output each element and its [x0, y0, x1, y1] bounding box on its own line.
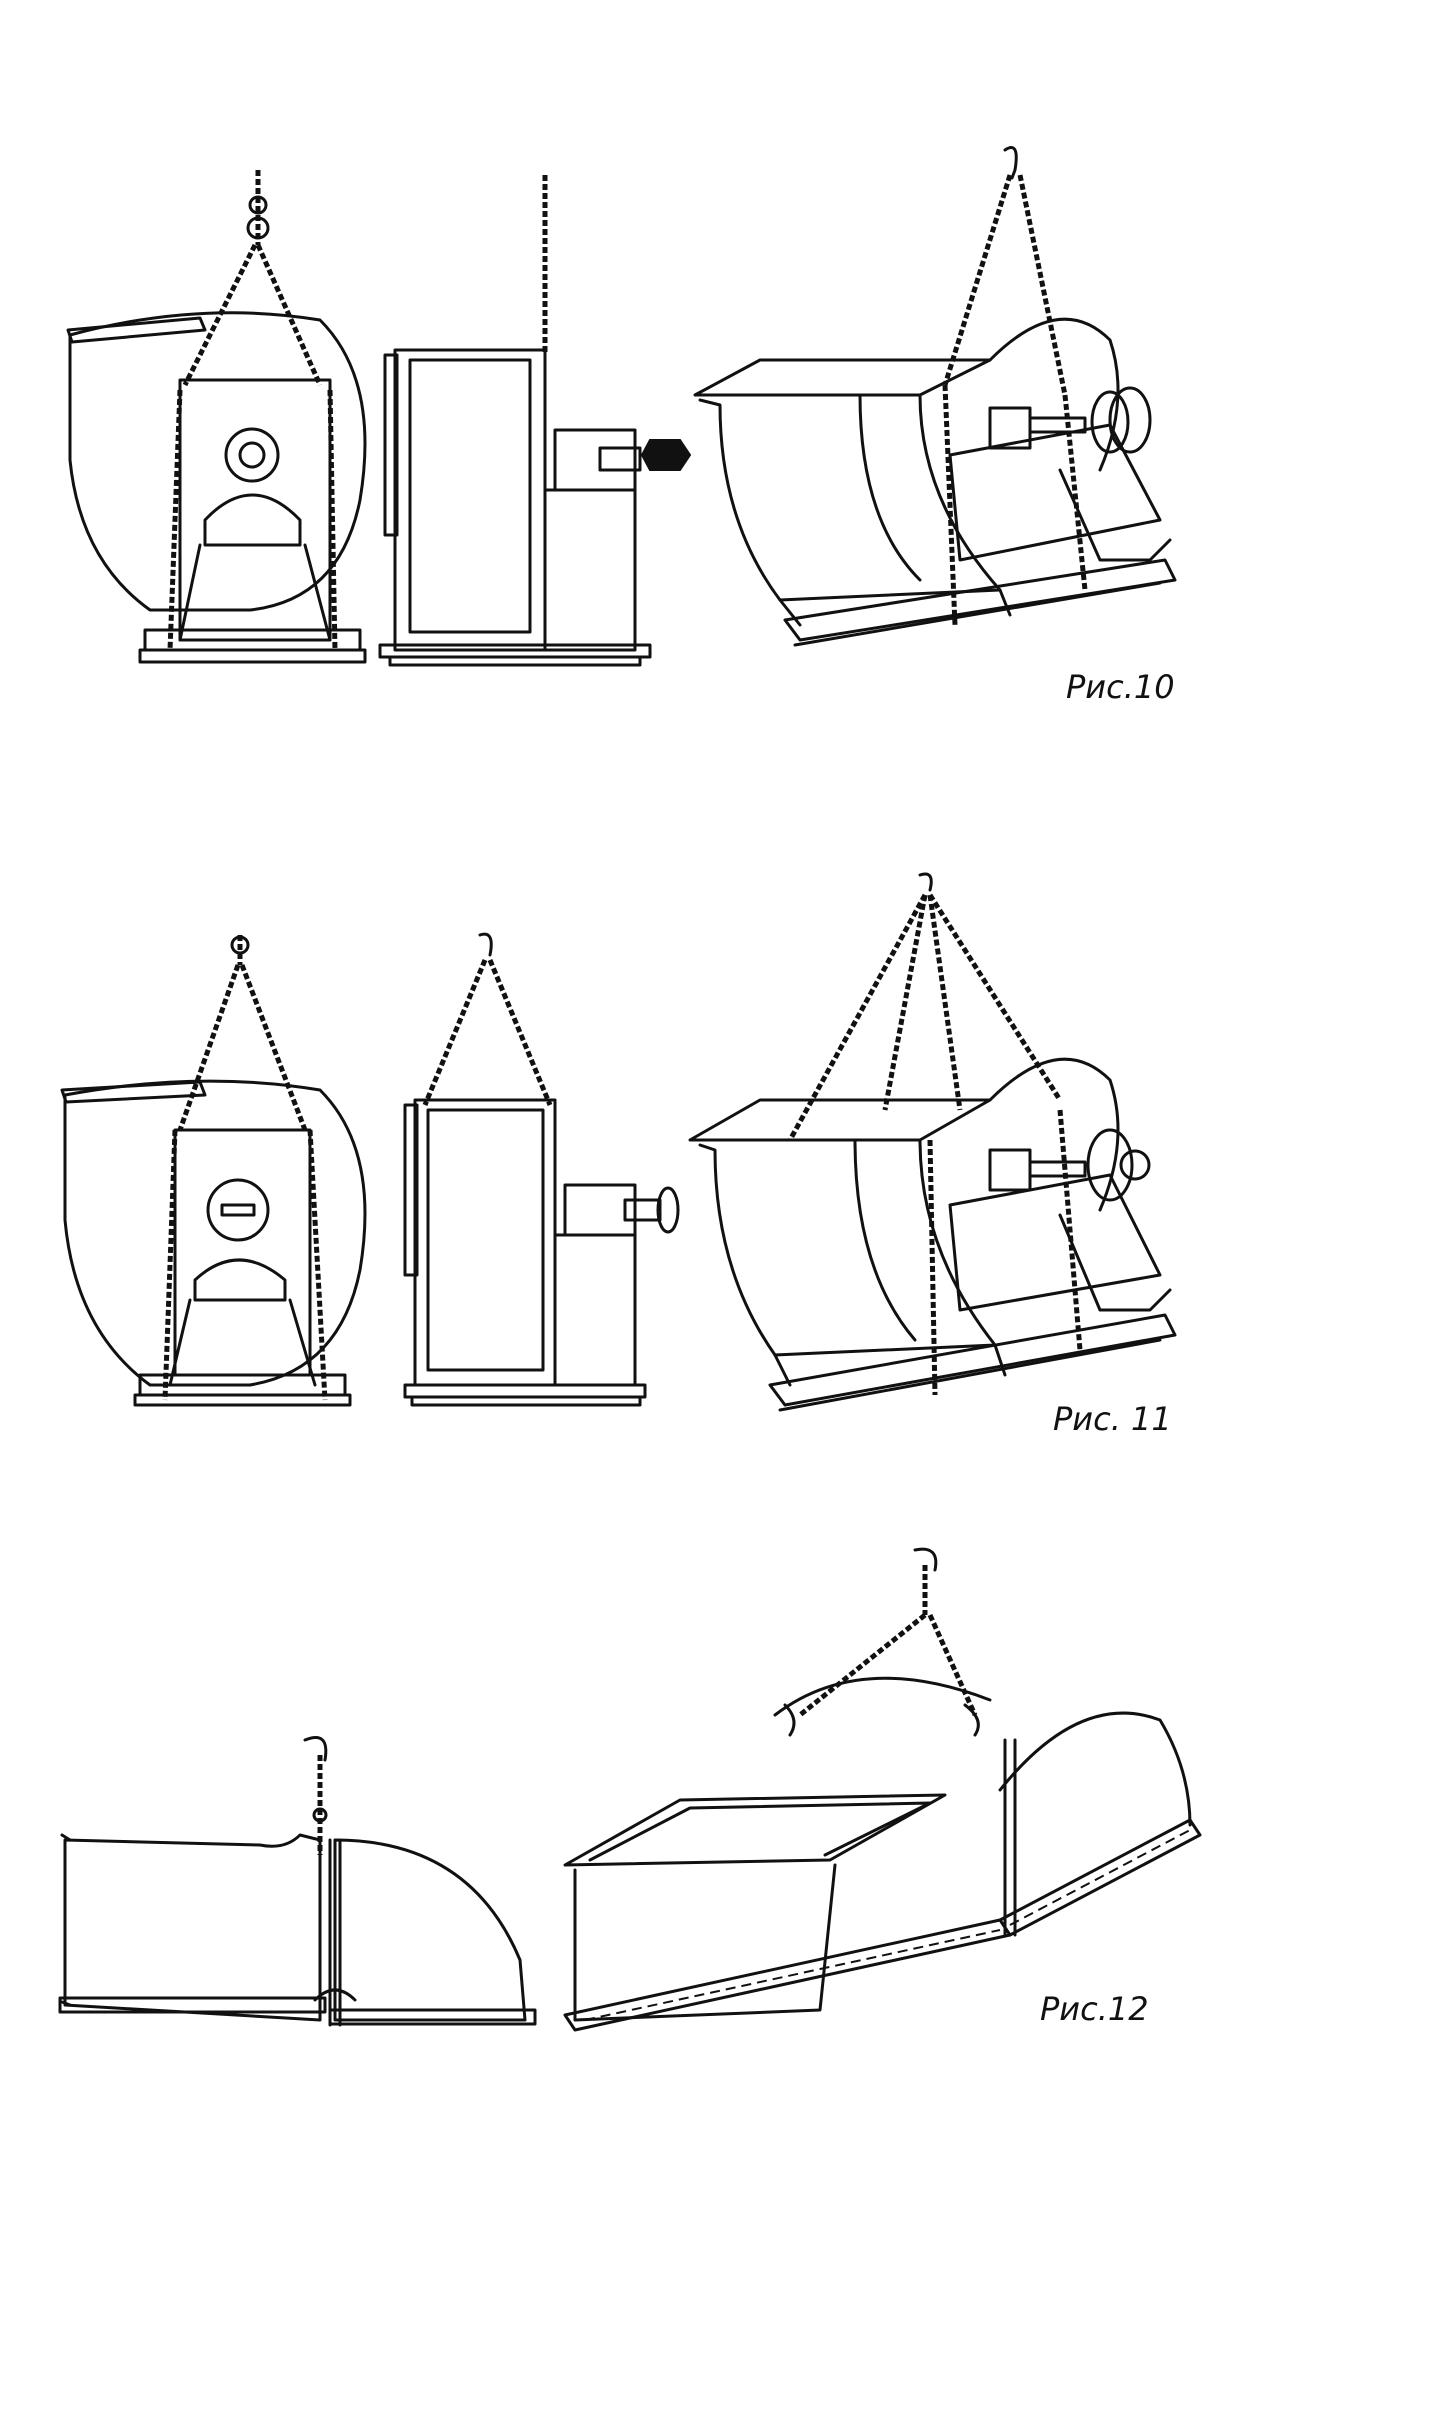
- fan-side-view-10: [378, 175, 692, 667]
- fan-front-view-10: [66, 170, 367, 664]
- fan-isometric-view-10: [693, 146, 1177, 647]
- figure-12-caption: Рис.12: [1040, 1990, 1149, 2028]
- duct-elbow-side-view-12: [58, 1736, 537, 2027]
- fan-isometric-view-11: [688, 872, 1177, 1412]
- figure-11-caption: Рис. 11: [1053, 1400, 1172, 1438]
- figure-12: [58, 1547, 1202, 2032]
- figure-10-caption: Рис.10: [1066, 668, 1175, 706]
- duct-elbow-isometric-view-12: [563, 1547, 1202, 2032]
- fan-side-view-11: [403, 932, 680, 1407]
- figure-11: [60, 872, 1177, 1412]
- fan-front-view-11: [60, 935, 367, 1407]
- figure-10: [66, 146, 1177, 667]
